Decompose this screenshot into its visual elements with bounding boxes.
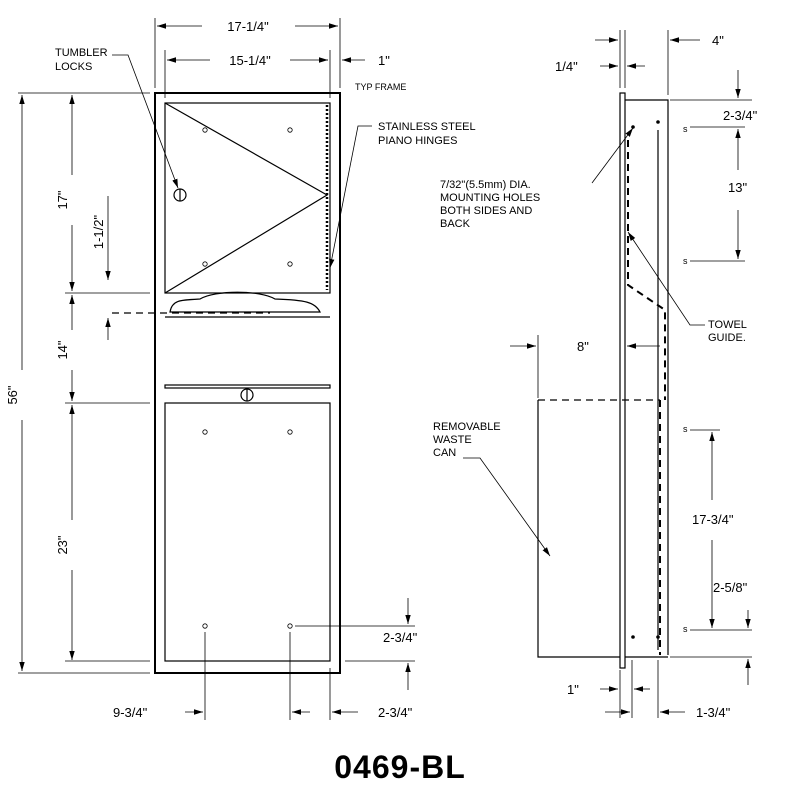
mounting-holes-label-3: BOTH SIDES AND [440, 205, 532, 217]
front-view: 17-1/4" 15-1/4" 1" TYP FRAME TUMBLER LOC… [5, 18, 476, 720]
dim-bottom-offset: 2-3/4" [383, 630, 418, 645]
dim-lower-height: 23" [55, 535, 70, 554]
waste-can-label-2: WASTE [433, 434, 472, 446]
side-dim-top-offset: 2-3/4" [723, 108, 758, 123]
mounting-holes-label-2: MOUNTING HOLES [440, 192, 540, 204]
towel-dispenser-opening [169, 291, 321, 313]
side-view: s s s s 4" 1/4" 2-3/4" 13" 17-3/4" 2-5/8… [433, 30, 758, 720]
wall-plate [619, 92, 626, 669]
dim-overall-width: 17-1/4" [227, 19, 269, 34]
upper-door-panel [164, 102, 331, 294]
mounting-holes-label-1: 7/32"(5.5mm) DIA. [440, 179, 531, 191]
outer-frame [154, 92, 341, 674]
svg-text:s: s [683, 124, 688, 134]
side-dim-base-depth: 1-3/4" [696, 705, 731, 720]
dim-inner-width: 15-1/4" [229, 53, 271, 68]
waste-can-label-1: REMOVABLE [433, 421, 501, 433]
side-dim-wall-thickness: 1/4" [555, 59, 578, 74]
frame-note: TYP FRAME [355, 82, 406, 92]
waste-can-label-3: CAN [433, 447, 456, 459]
side-dim-hole-spacing-upper: 13" [728, 180, 747, 195]
cabinet-side [625, 99, 669, 655]
door-swing-lines [164, 102, 329, 294]
piano-hinges-label-2: PIANO HINGES [378, 135, 457, 147]
model-number: 0469-BL [334, 749, 466, 785]
waste-can-leader [463, 457, 551, 557]
dim-dispenser-offset: 1-1/2" [91, 214, 106, 249]
dim-frame: 1" [378, 53, 390, 68]
towel-guide-leader [627, 231, 705, 326]
svg-text:s: s [683, 424, 688, 434]
tumbler-lock-upper [173, 188, 187, 202]
lower-door-panel [164, 402, 331, 662]
side-dim-bottom-hole: 2-5/8" [713, 580, 748, 595]
middle-divider [164, 384, 331, 389]
dim-middle-height: 14" [55, 340, 70, 359]
dim-height-total: 56" [5, 385, 20, 404]
tumbler-locks-label-2: LOCKS [55, 61, 92, 73]
dim-hole-spacing: 9-3/4" [113, 705, 148, 720]
tumbler-lock-lower [240, 388, 254, 402]
tumbler-locks-leader [112, 54, 179, 189]
mounting-holes-label-4: BACK [440, 218, 471, 230]
mounting-holes-leader [591, 127, 634, 184]
piano-hinges-label-1: STAINLESS STEEL [378, 121, 476, 133]
tumbler-locks-label-1: TUMBLER [55, 47, 108, 59]
dim-side-offset: 2-3/4" [378, 705, 413, 720]
towel-guide-label-2: GUIDE. [708, 332, 746, 344]
mounting-holes-front [202, 127, 293, 629]
towel-guide-path [627, 140, 666, 400]
side-dim-can-offset: 8" [577, 339, 589, 354]
waste-can [537, 400, 620, 658]
towel-guide-label-1: TOWEL [708, 319, 747, 331]
piano-hinges-leader [329, 125, 372, 269]
side-dim-flange: 1" [567, 682, 579, 697]
svg-text:s: s [683, 624, 688, 634]
side-dim-hole-spacing-lower: 17-3/4" [692, 512, 734, 527]
svg-text:s: s [683, 256, 688, 266]
dim-upper-height: 17" [55, 190, 70, 209]
side-dim-depth: 4" [712, 33, 724, 48]
